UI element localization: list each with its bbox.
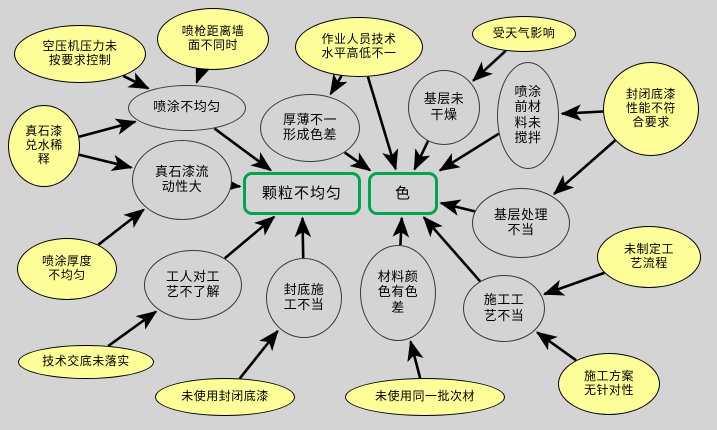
sub-cause-node-label: 厚薄不一 形成色差 xyxy=(282,112,337,143)
root-cause-node-c7[interactable]: 喷涂厚度 不均匀 xyxy=(17,238,117,300)
root-cause-node-c12[interactable]: 施工方案 无针对性 xyxy=(558,353,660,415)
root-cause-node-label: 空压机压力未 按要求控制 xyxy=(42,39,118,67)
sub-cause-node-label: 封底施 工不当 xyxy=(283,282,325,313)
edge-c10-to-s9 xyxy=(407,339,424,379)
sub-cause-node-s2[interactable]: 真石漆流 动性大 xyxy=(132,140,232,220)
root-cause-node-c6[interactable]: 真石漆 兑水稀 释 xyxy=(8,105,80,187)
root-cause-node-c1[interactable]: 空压机压力未 按要求控制 xyxy=(14,25,146,83)
edge-c7-to-s2 xyxy=(97,208,145,246)
edge-s9-to-e2 xyxy=(392,216,410,246)
edge-c12-to-s10 xyxy=(535,331,577,362)
root-cause-node-label: 未制定工 艺流程 xyxy=(623,242,674,270)
root-cause-node-label: 喷枪距离墙 面不同时 xyxy=(181,24,245,52)
effect-node-label: 色 xyxy=(394,183,411,202)
sub-cause-node-label: 真石漆流 动性大 xyxy=(154,164,209,195)
sub-cause-node-label: 工人对工 艺不了解 xyxy=(165,269,220,300)
edge-c3-to-s3 xyxy=(329,73,348,96)
root-cause-node-label: 作业人员技术 水平高低不一 xyxy=(321,32,397,60)
root-cause-node-label: 受天气影响 xyxy=(492,26,556,41)
edge-c3-to-e2 xyxy=(366,76,399,171)
sub-cause-node-s8[interactable]: 封底施 工不当 xyxy=(266,258,342,338)
sub-cause-node-s4[interactable]: 基层未 干燥 xyxy=(408,70,480,145)
root-cause-node-c4[interactable]: 受天气影响 xyxy=(472,16,576,52)
sub-cause-node-s5[interactable]: 喷涂 前材 料未 搅拌 xyxy=(497,62,559,169)
edge-s8-to-e1 xyxy=(294,216,312,259)
root-cause-node-c5[interactable]: 封闭底漆 性能不符 合要求 xyxy=(603,62,699,156)
edge-s4-to-e2 xyxy=(413,140,431,171)
edge-c5-to-s6 xyxy=(553,139,617,195)
effect-node-label: 颗粒不均匀 xyxy=(261,183,342,202)
edge-s3-to-e2 xyxy=(343,151,372,172)
root-cause-node-label: 真石漆 兑水稀 释 xyxy=(25,124,63,166)
sub-cause-node-s9[interactable]: 材料颜 色有色 差 xyxy=(360,245,436,341)
sub-cause-node-s1[interactable]: 喷涂不均匀 xyxy=(128,85,246,131)
root-cause-node-label: 技术交底未落实 xyxy=(42,354,130,369)
root-cause-node-c8[interactable]: 技术交底未落实 xyxy=(18,345,154,379)
edge-c2-to-s1 xyxy=(195,61,212,84)
root-cause-node-label: 未使用同一批次材 xyxy=(374,389,475,404)
root-cause-node-label: 施工方案 无针对性 xyxy=(583,369,634,397)
root-cause-node-label: 未使用封闭底漆 xyxy=(181,389,269,404)
sub-cause-node-label: 喷涂不均匀 xyxy=(153,100,221,116)
edge-c1-to-s1 xyxy=(122,72,150,90)
root-cause-node-label: 封闭底漆 性能不符 合要求 xyxy=(625,87,676,129)
root-cause-node-label: 喷涂厚度 不均匀 xyxy=(41,254,92,282)
root-cause-node-c3[interactable]: 作业人员技术 水平高低不一 xyxy=(295,17,423,77)
edge-c5-to-s5 xyxy=(560,104,604,121)
edge-c4-to-s4 xyxy=(472,49,507,82)
edge-c6-to-s1 xyxy=(78,118,137,138)
edge-c11-to-s10 xyxy=(542,271,605,296)
edge-c9-to-s8 xyxy=(238,329,279,380)
edge-s2-to-e1 xyxy=(219,176,242,193)
root-cause-node-c10[interactable]: 未使用同一批次材 xyxy=(345,378,505,416)
sub-cause-node-s6[interactable]: 基层处理 不当 xyxy=(472,188,570,258)
root-cause-node-c2[interactable]: 喷枪距离墙 面不同时 xyxy=(157,8,269,70)
sub-cause-node-label: 喷涂 前材 料未 搅拌 xyxy=(514,85,542,146)
effect-node-e2[interactable]: 色 xyxy=(368,172,438,215)
sub-cause-node-s3[interactable]: 厚薄不一 形成色差 xyxy=(260,94,360,162)
effect-node-e1[interactable]: 颗粒不均匀 xyxy=(243,172,361,215)
root-cause-node-c9[interactable]: 未使用封闭底漆 xyxy=(155,378,295,416)
sub-cause-node-s10[interactable]: 施工工 艺不当 xyxy=(463,275,545,342)
sub-cause-node-label: 基层处理 不当 xyxy=(493,207,548,238)
sub-cause-node-s7[interactable]: 工人对工 艺不了解 xyxy=(144,250,242,320)
edge-s7-to-e1 xyxy=(223,215,276,260)
sub-cause-node-label: 材料颜 色有色 差 xyxy=(377,270,419,316)
edge-c8-to-s7 xyxy=(107,310,158,347)
root-cause-node-c11[interactable]: 未制定工 艺流程 xyxy=(597,226,701,288)
sub-cause-node-label: 施工工 艺不当 xyxy=(483,293,525,324)
sub-cause-node-label: 基层未 干燥 xyxy=(423,92,465,123)
edge-s6-to-e2 xyxy=(439,199,476,216)
edge-c6-to-s2 xyxy=(78,153,133,171)
